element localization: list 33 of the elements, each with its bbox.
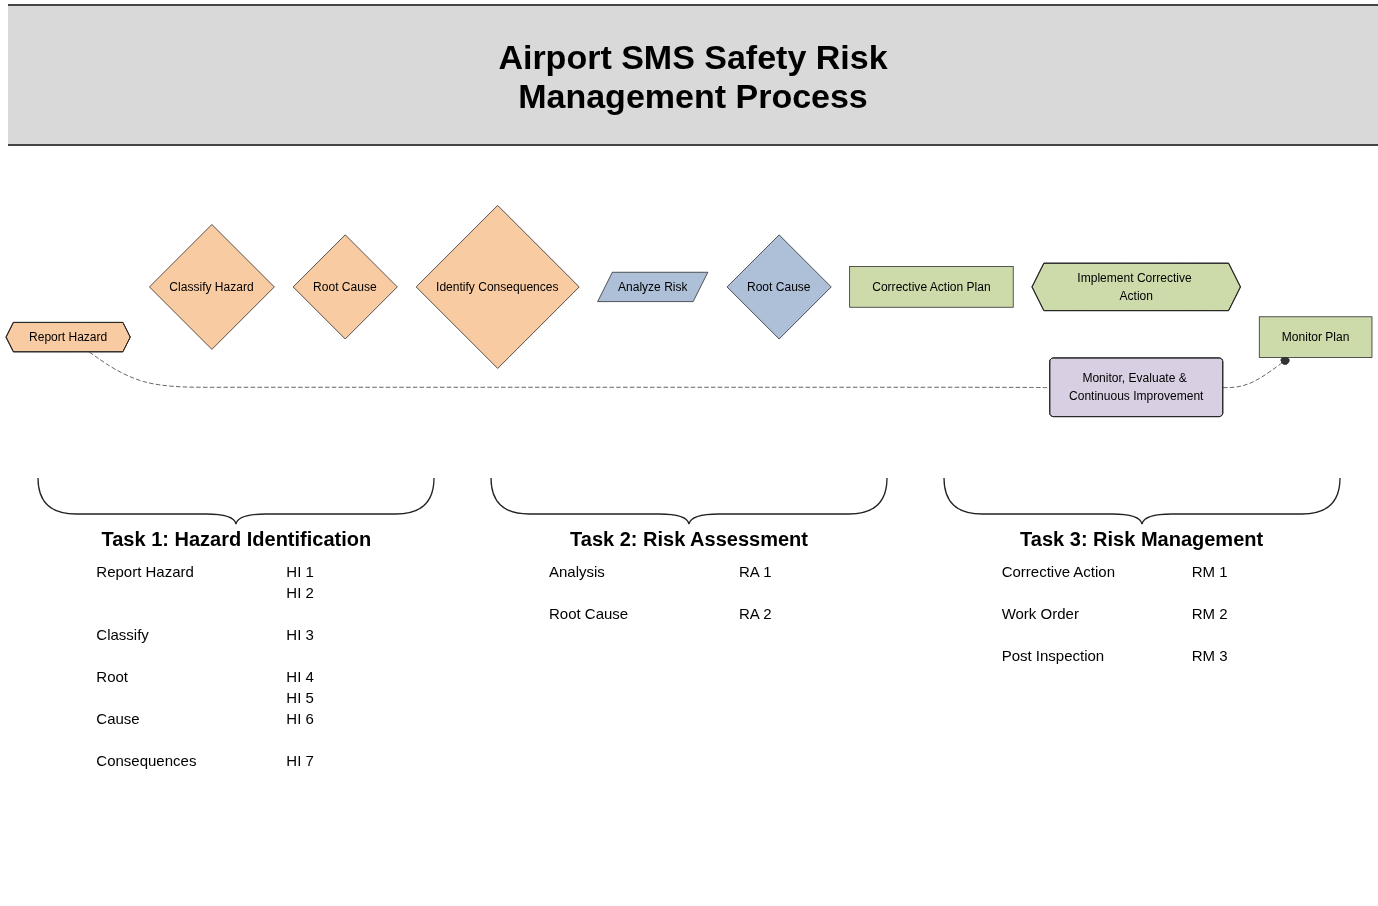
step-code: HI 5: [286, 689, 315, 708]
connector: [89, 351, 1051, 389]
node-diamond: Root Cause: [292, 234, 398, 340]
step-code: RM 1: [1191, 563, 1229, 582]
node-box: Monitor Plan: [1258, 316, 1373, 358]
node-diamond: Root Cause: [726, 234, 832, 340]
step-label: Post Inspection: [1001, 647, 1106, 666]
step-code: HI 6: [286, 710, 315, 729]
step-code: HI 4: [286, 668, 315, 687]
step-label: Classify: [96, 626, 150, 645]
task-heading: Task 3: Risk Management: [1020, 528, 1264, 551]
step-code: HI 1: [286, 563, 315, 582]
step-label: Corrective Action: [1001, 563, 1117, 582]
step-label: Report Hazard: [96, 563, 195, 582]
node-diamond: Identify Consequences: [415, 205, 580, 369]
step-code: HI 2: [286, 584, 315, 603]
step-code: RM 2: [1191, 605, 1229, 624]
step-code: RA 1: [739, 563, 773, 582]
task-heading: Task 2: Risk Assessment: [570, 528, 808, 551]
step-label: Consequences: [96, 752, 198, 771]
step-label: Cause: [96, 710, 141, 729]
step-label: Analysis: [549, 563, 606, 582]
task-heading: Task 1: Hazard Identification: [101, 528, 372, 551]
step-label: Work Order: [1001, 605, 1080, 624]
step-label: Root: [96, 668, 129, 687]
step-label: Root Cause: [549, 605, 630, 624]
step-code: RM 3: [1191, 647, 1229, 666]
step-code: HI 3: [286, 626, 315, 645]
step-code: HI 7: [286, 752, 315, 771]
diagram-title: Airport SMS Safety Risk Management Process: [497, 37, 889, 117]
step-code: RA 2: [739, 605, 773, 624]
node-box: Corrective Action Plan: [849, 266, 1014, 308]
node-diamond: Classify Hazard: [149, 224, 275, 350]
